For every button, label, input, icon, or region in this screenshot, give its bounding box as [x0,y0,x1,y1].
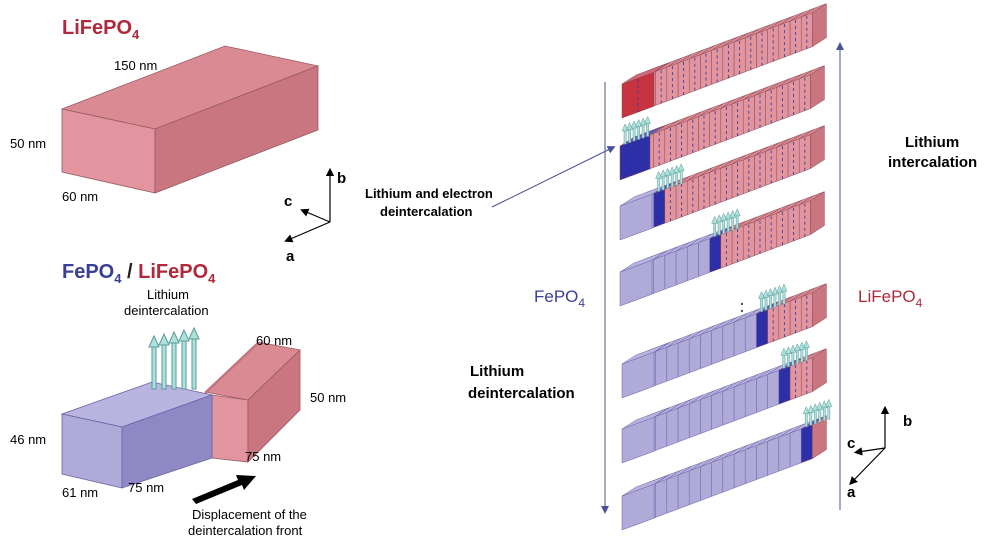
axes-right [849,405,890,486]
fepo4-sub: 4 [578,296,585,310]
length-label: 150 nm [114,58,157,73]
label-75nm-front: 75 nm [128,480,164,495]
crystal-row [621,3,827,119]
axis-right-c: c [847,435,855,452]
axis-left-c: c [284,193,292,210]
deint-label-line1: Lithium [147,287,189,302]
deint-label-line2: deintercalation [124,303,209,318]
axis-left-a: a [286,248,295,265]
intercal-line1: Lithium [905,134,959,151]
mixed-formula: FePO4 / LiFePO4 [62,261,216,286]
axis-right-b: b [903,413,912,430]
crystal-row [621,283,827,399]
crystal-row-stack [619,3,833,531]
axis-left-b: b [337,170,346,187]
label-61nm: 61 nm [62,485,98,500]
lifepo4-right-sub: 4 [916,296,923,310]
depth-label: 60 nm [62,189,98,204]
lithium-deint-line2: deintercalation [468,385,575,402]
lifepo4-crystal-block [60,45,320,194]
li-electron-line1: Lithium and electron [365,186,493,201]
crystal-row [619,191,825,307]
height-label: 50 nm [10,136,46,151]
crystal-row [621,340,827,464]
lifepo4-right-label: LiFePO4 [858,287,923,310]
mixed-crystal-block [60,341,301,489]
fepo4-label: FePO4 [534,287,585,310]
mixed-formula-lifepo: LiFePO [138,261,208,283]
label-60nm: 60 nm [256,333,292,348]
crystal-row [619,65,825,181]
displacement-arrow [192,475,256,504]
fepo4-main: FePO [534,287,578,306]
label-50nm: 50 nm [310,390,346,405]
lithium-deint-line1: Lithium [470,363,524,380]
axes-left [284,167,335,243]
li-electron-pointer [491,146,616,208]
deintercalation-arrows [148,326,200,390]
crystal-row [621,398,833,531]
mixed-formula-sep: / [121,261,138,283]
displacement-line1: Displacement of the [192,507,307,522]
top-formula: LiFePO4 [62,17,140,42]
mixed-formula-lifepo-sub: 4 [208,271,216,286]
label-46nm: 46 nm [10,432,46,447]
displacement-line2: deintercalation front [188,523,303,538]
intercal-line2: intercalation [888,154,977,171]
top-formula-sub: 4 [132,27,140,42]
li-electron-line2: deintercalation [380,204,473,219]
axis-right-a: a [847,484,856,501]
top-formula-main: LiFePO [62,17,132,39]
lifepo4-right-main: LiFePO [858,287,916,306]
mixed-formula-fepo-sub: 4 [114,271,122,286]
label-75nm-side: 75 nm [245,449,281,464]
mixed-formula-fepo: FePO [62,261,114,283]
crystal-row [619,125,825,241]
